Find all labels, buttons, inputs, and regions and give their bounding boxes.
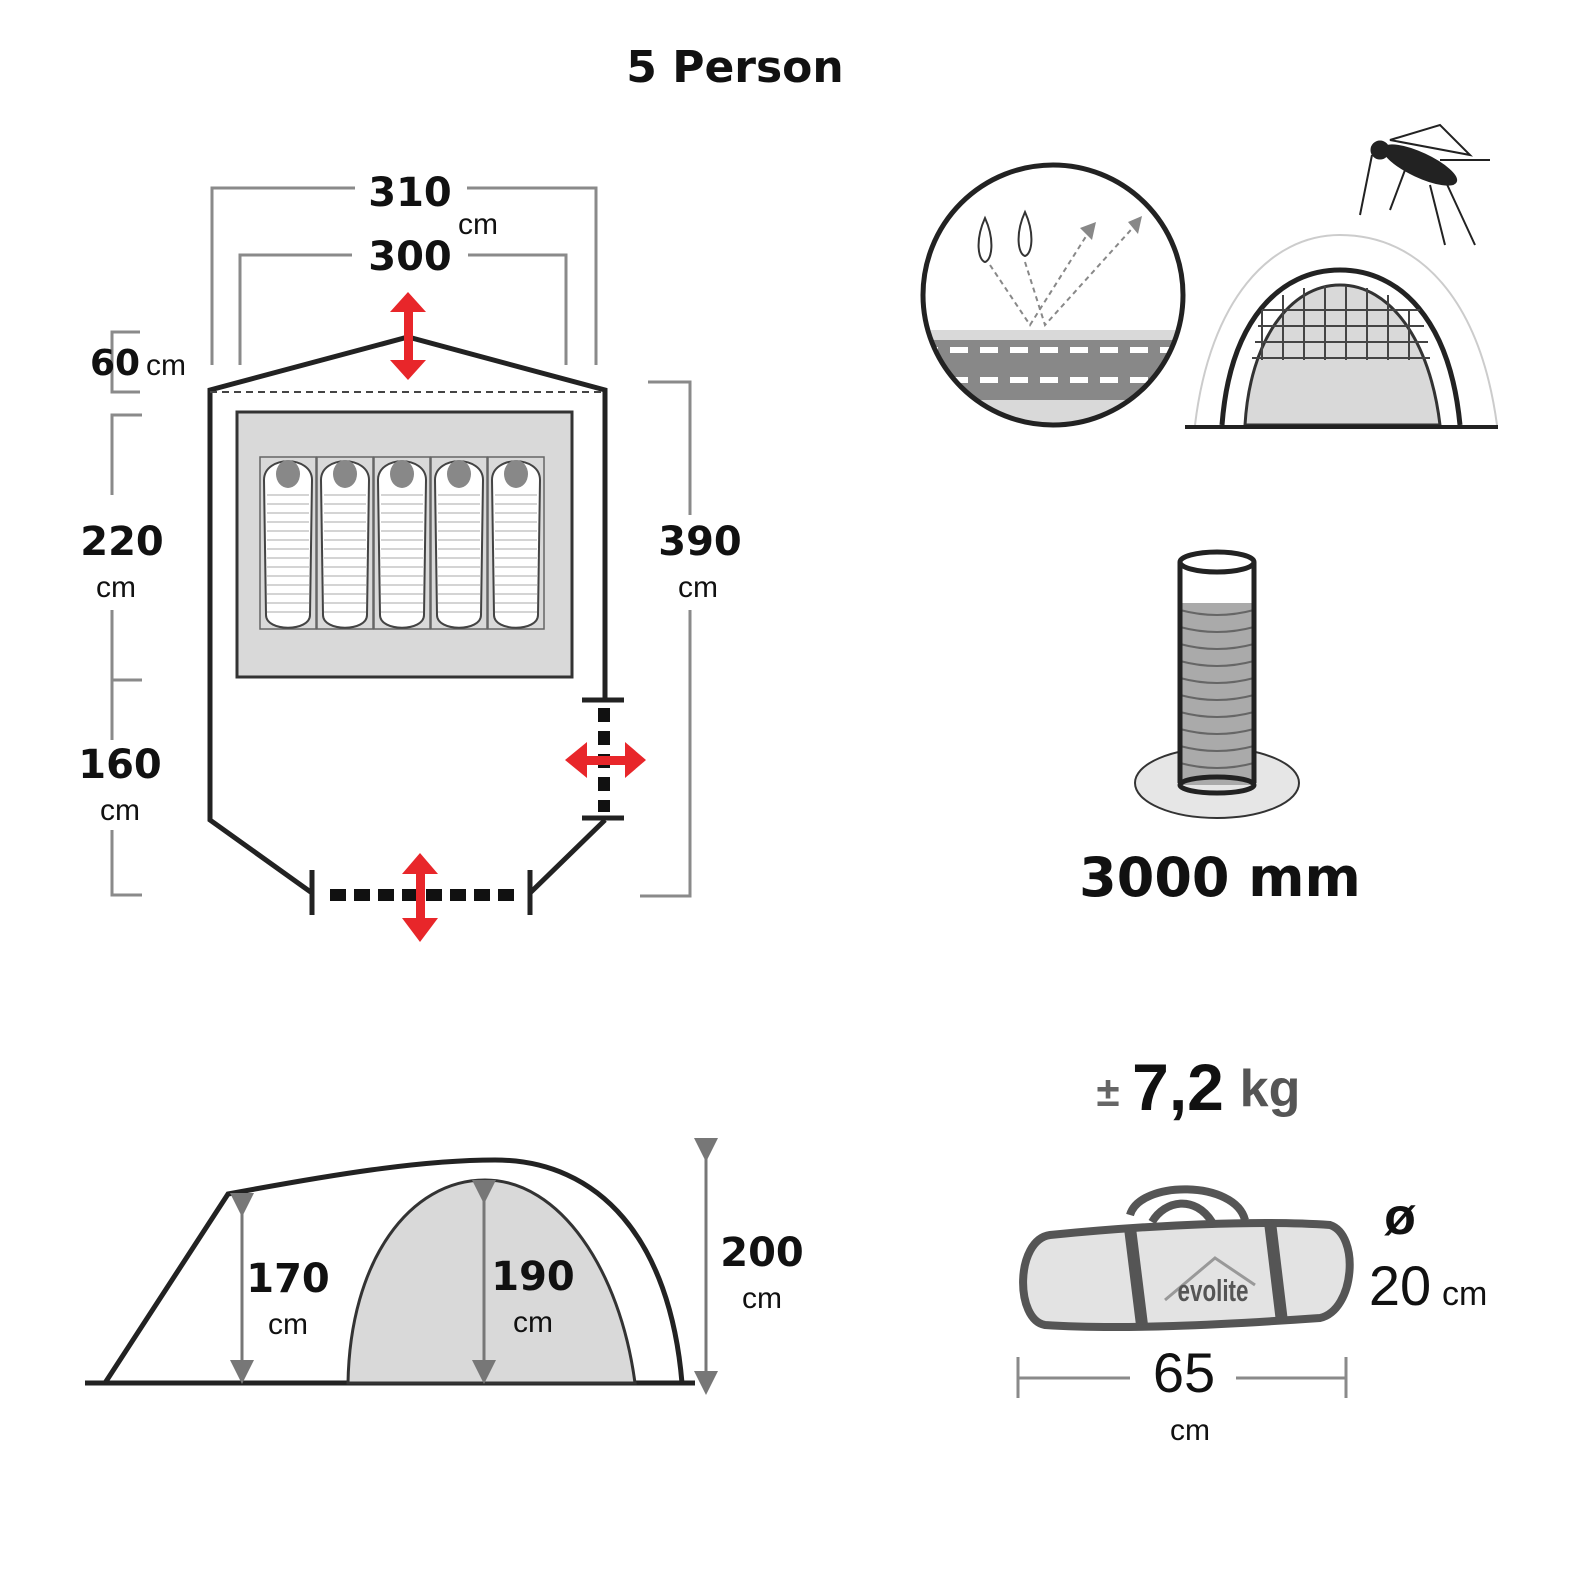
diameter-unit: cm [1442, 1275, 1487, 1313]
vent-arrow-icon [390, 292, 426, 380]
brand-logo: evolite [1178, 1274, 1249, 1308]
weight-value: 7,2 [1132, 1050, 1224, 1124]
inner-length-label: 220 [80, 519, 164, 565]
weight-prefix: ± [1096, 1068, 1119, 1115]
outer-width-unit: cm [458, 208, 498, 241]
pack-length-value: 65 [1153, 1341, 1215, 1404]
front-length-unit: cm [100, 794, 140, 827]
weight-unit: kg [1240, 1060, 1301, 1118]
diameter-symbol: ø [1384, 1188, 1416, 1246]
total-length-dimension [640, 380, 692, 898]
door-arrow-icon [402, 853, 438, 942]
vestibule-depth-label: 60 [90, 343, 140, 384]
sleeping-bags [259, 456, 545, 630]
weight: ± 7,2 kg [1096, 1050, 1300, 1124]
page-title: 5 Person [626, 42, 843, 93]
vestibule-dimension [110, 330, 140, 394]
sleeping-bag-icon [430, 456, 488, 630]
pack-length-unit: cm [1170, 1414, 1210, 1447]
sleeping-bag-icon [259, 456, 317, 630]
diameter-value: 20 [1369, 1254, 1431, 1317]
mosquito-icon [1359, 123, 1490, 246]
side-view: 170 cm 190 cm 200 cm [85, 1138, 804, 1395]
sleeping-bag-icon [487, 456, 545, 630]
outer-width-label: 310 [368, 170, 452, 216]
front-length-label: 160 [78, 742, 162, 788]
waterproof-rating-label: 3000 mm [1079, 846, 1361, 909]
total-height-unit: cm [742, 1282, 782, 1315]
inner-height-label: 190 [491, 1254, 575, 1300]
outer-width-dimension [210, 186, 598, 365]
sleeping-bag-icon [316, 456, 374, 630]
inner-width-label: 300 [368, 234, 452, 280]
vestibule-depth-unit: cm [146, 349, 186, 382]
mosquito-net-icon [1185, 123, 1498, 429]
total-length-label: 390 [658, 519, 742, 565]
side-door-arrow-icon [565, 742, 646, 778]
total-height-label: 200 [720, 1230, 804, 1276]
tent-outline [207, 334, 608, 896]
vestibule-height-unit: cm [268, 1308, 308, 1341]
length-dimensions [110, 413, 142, 897]
carry-bag-icon: evolite ø 20 cm 65 cm [1016, 1185, 1487, 1447]
inner-height-unit: cm [513, 1306, 553, 1339]
inner-width-dimension [238, 253, 568, 365]
sleeping-bag-icon [373, 456, 431, 630]
total-length-unit: cm [678, 571, 718, 604]
floor-plan: 310 cm 300 60 cm 220 cm 160 cm 390 cm [78, 170, 742, 942]
vestibule-height-label: 170 [246, 1256, 330, 1302]
water-column-icon: 3000 mm [1079, 549, 1361, 909]
breathable-fabric-icon [920, 162, 1186, 428]
inner-length-unit: cm [96, 571, 136, 604]
